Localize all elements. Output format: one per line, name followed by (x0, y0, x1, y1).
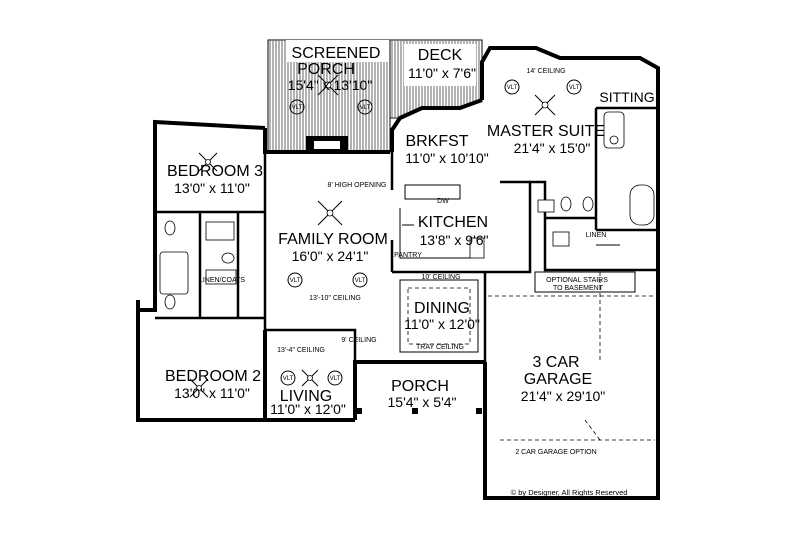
brkfst-size: 11'0" x 10'10" (405, 150, 489, 166)
hall-bath-fixtures (159, 220, 237, 310)
dining-label: DINING (414, 300, 470, 317)
garage-features (488, 271, 655, 441)
vlt-label: VLT (292, 105, 303, 111)
ceiling-fans (189, 74, 556, 398)
vlt-label: VLT (283, 376, 294, 382)
ceiling-13-4-note: 13'-4" CEILING (277, 347, 325, 354)
ceiling-9-note: 9' CEILING (341, 337, 376, 344)
deck-size: 11'0" x 7'6" (408, 65, 476, 81)
sitting-label: SITTING (599, 89, 654, 105)
copyright-note: © by Designer, All Rights Reserved (511, 488, 628, 497)
living-size: 11'0" x 12'0" (270, 401, 346, 417)
pantry-note: PANTRY (394, 252, 422, 259)
optional-stairs-note-1: OPTIONAL STAIRS (546, 277, 608, 284)
optional-stairs-note-2: TO BASEMENT (553, 285, 604, 292)
bedroom3-size: 13'0" x 11'0" (174, 180, 250, 196)
ceiling-10-note: 10' CEILING (421, 274, 460, 281)
family-room-label: FAMILY ROOM (278, 231, 388, 248)
vlt-label: VLT (355, 278, 366, 284)
porch-columns (356, 408, 482, 414)
vlt-label: VLT (360, 105, 371, 111)
family-room-size: 16'0" x 24'1" (292, 248, 369, 264)
porch-label: PORCH (391, 378, 449, 395)
high-opening-note: 8' HIGH OPENING (328, 182, 387, 189)
deck-area (389, 39, 483, 119)
vlt-label: VLT (507, 85, 518, 91)
vlt-label: VLT (569, 85, 580, 91)
brkfst-label: BRKFST (405, 133, 468, 150)
tray-ceiling-note: TRAY CEILING (416, 344, 464, 351)
interior-walls (155, 106, 658, 362)
dining-tray (399, 279, 479, 353)
linen-coats-note: LINEN/COATS (199, 277, 245, 284)
vlt-label: VLT (290, 278, 301, 284)
master-bath-fixtures (537, 111, 655, 247)
deck-label: DECK (418, 47, 463, 64)
screened-porch-label-1: SCREENED (292, 45, 381, 62)
garage-size: 21'4" x 29'10" (521, 388, 606, 404)
garage-label-2: GARAGE (524, 371, 592, 388)
linen-note: LINEN (586, 232, 607, 239)
kitchen-label: KITCHEN (418, 214, 488, 231)
room-labels: SCREENED PORCH 15'4" x 13'10" DECK 11'0"… (165, 45, 655, 497)
porch-size: 15'4" x 5'4" (388, 394, 457, 410)
screened-porch-area (267, 39, 391, 153)
living-label: LIVING (280, 388, 332, 405)
bedroom2-size: 13'0" x 11'0" (174, 385, 250, 401)
ceiling-13-10-note: 13'-10" CEILING (309, 295, 361, 302)
screened-porch-size: 15'4" x 13'10" (288, 77, 373, 93)
garage-label-1: 3 CAR (532, 354, 579, 371)
bedroom3-label: BEDROOM 3 (167, 163, 263, 180)
kitchen-size: 13'8" x 9'6" (420, 232, 489, 248)
master-suite-label: MASTER SUITE (487, 123, 605, 140)
bedroom2-label: BEDROOM 2 (165, 368, 261, 385)
screened-porch-label-2: PORCH (297, 61, 355, 78)
dw-note: DW (437, 198, 449, 205)
dining-size: 11'0" x 12'0" (404, 316, 480, 332)
master-suite-size: 21'4" x 15'0" (514, 140, 591, 156)
vlt-label: VLT (330, 376, 341, 382)
vlt-markers: VLT VLT VLT VLT VLT VLT VLT VLT (280, 79, 582, 386)
ceiling-14-note: 14' CEILING (526, 68, 565, 75)
garage-option-note: 2 CAR GARAGE OPTION (515, 449, 596, 456)
